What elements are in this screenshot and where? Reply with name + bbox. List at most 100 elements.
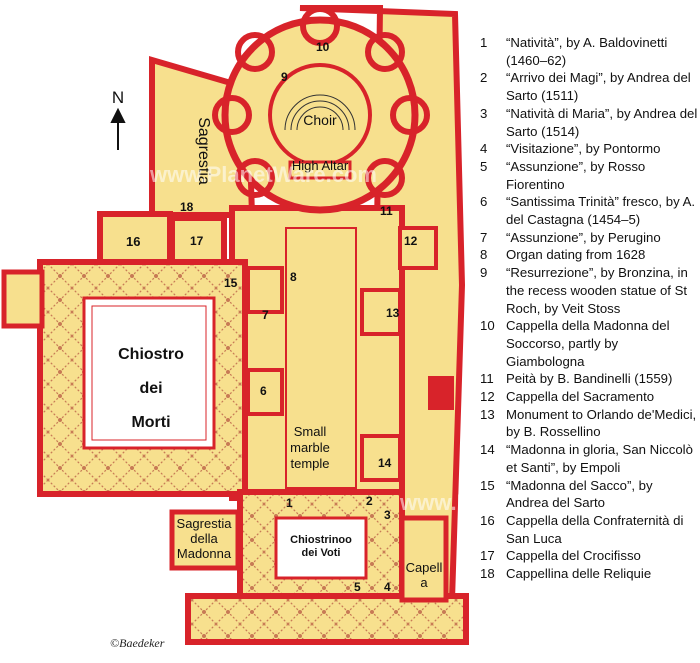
room-sagrestia: Sagrestia bbox=[195, 117, 212, 185]
chapel-16 bbox=[97, 211, 173, 267]
cappella-line1: Capell bbox=[405, 560, 443, 575]
legend-item: 12 Cappella del Sacramento bbox=[476, 388, 698, 406]
small-temple-line3: temple bbox=[290, 456, 330, 471]
plan-number-8: 8 bbox=[290, 270, 297, 284]
legend-num: 12 bbox=[480, 389, 495, 405]
legend-num: 6 bbox=[480, 194, 488, 210]
legend-num: 11 bbox=[480, 371, 494, 387]
copyright: ©Baedeker bbox=[110, 636, 165, 650]
room-chiostrino: Chiostrinoo dei Voti bbox=[280, 534, 362, 560]
plan-number-17: 17 bbox=[190, 234, 204, 248]
legend-num: 5 bbox=[480, 158, 488, 174]
legend-num: 18 bbox=[480, 566, 495, 582]
legend-num: 15 bbox=[480, 477, 495, 493]
legend-text: “Visitazione”, by Pontormo bbox=[506, 141, 661, 157]
choir-stalls bbox=[284, 94, 356, 131]
cloister-morti-extension bbox=[1, 269, 45, 329]
legend-text: “Resurrezione”, by Bronzina, in the rece… bbox=[506, 265, 688, 316]
room-chiostro-morti: Chiostro dei Morti bbox=[96, 338, 206, 440]
legend-text: “Natività”, by A. Baldovinetti (1460–62) bbox=[506, 35, 668, 68]
legend-text: Cappella del Sacramento bbox=[506, 389, 655, 405]
plan-number-9: 9 bbox=[281, 70, 288, 84]
legend-item: 5 “Assunzione”, by Rosso Fiorentino bbox=[476, 158, 698, 193]
chiostrino-line2: dei Voti bbox=[301, 547, 341, 559]
sagrestia-madonna-room bbox=[169, 509, 241, 571]
legend-text: Cappellina delle Reliquie bbox=[506, 566, 652, 582]
legend: 1 “Natività”, by A. Baldovinetti (1460–62… bbox=[476, 34, 698, 583]
room-high-altar: High Altar bbox=[291, 158, 349, 173]
chiostro-morti-line1: Chiostro bbox=[118, 346, 184, 363]
legend-text: “Madonna del Sacco”, by Andrea del Sarto bbox=[506, 477, 653, 511]
legend-text: Monument to Orlando de'Medici, by B. Ros… bbox=[506, 406, 697, 440]
sagrestia-madonna-line2: della bbox=[190, 531, 218, 546]
plan-number-7: 7 bbox=[262, 308, 269, 322]
cappella-room bbox=[399, 515, 449, 603]
small-temple-line1: Small bbox=[293, 424, 327, 439]
plan-number-5: 5 bbox=[354, 580, 361, 594]
sagrestia-madonna-line1: Sagrestia bbox=[176, 516, 232, 531]
legend-text: Cappella della Madonna del Soccorso, par… bbox=[506, 318, 670, 369]
legend-text: Organ dating from 1628 bbox=[506, 247, 646, 263]
legend-item: 14“Madonna in gloria, San Niccolò et San… bbox=[476, 441, 698, 476]
legend-text: Cappella della Confraternità di San Luca bbox=[506, 512, 684, 546]
portico bbox=[185, 593, 469, 645]
legend-text: Peità by B. Bandinelli (1559) bbox=[506, 371, 673, 387]
plan-number-18: 18 bbox=[180, 200, 194, 214]
north-label: N bbox=[111, 88, 125, 107]
cloister-morti-court-inner bbox=[91, 305, 207, 441]
plan-number-16: 16 bbox=[126, 234, 141, 249]
small-temple-line2: marble bbox=[290, 440, 330, 455]
legend-num: 3 bbox=[480, 105, 488, 121]
legend-item: 8 Organ dating from 1628 bbox=[476, 246, 698, 264]
legend-item: 9 “Resurrezione”, by Bronzina, in the rec… bbox=[476, 264, 698, 317]
legend-num: 1 bbox=[480, 35, 488, 50]
legend-item: 2 “Arrivo dei Magi”, by Andrea del Sarto … bbox=[476, 69, 698, 104]
chiostrino-line1: Chiostrinoo bbox=[290, 534, 352, 546]
plan-number-12: 12 bbox=[404, 234, 418, 248]
legend-num: 17 bbox=[480, 548, 495, 564]
plan-number-13: 13 bbox=[386, 306, 400, 320]
plan-number-10: 10 bbox=[316, 40, 330, 54]
room-choir: Choir bbox=[303, 112, 337, 128]
legend-item: 13 Monument to Orlando de'Medici, by B. R… bbox=[476, 406, 698, 441]
plan-number-1: 1 bbox=[286, 496, 293, 510]
legend-num: 9 bbox=[480, 265, 488, 281]
legend-num: 13 bbox=[480, 406, 495, 422]
legend-item: 3 “Natività di Maria”, by Andrea del Sart… bbox=[476, 105, 698, 140]
legend-item: 10 Cappella della Madonna del Soccorso, p… bbox=[476, 317, 698, 370]
legend-item: 1 “Natività”, by A. Baldovinetti (1460–62… bbox=[476, 34, 698, 69]
high-altar bbox=[288, 160, 352, 180]
central-nave bbox=[285, 227, 357, 489]
cloister-morti-court bbox=[82, 296, 216, 450]
legend-item: 17 Cappella del Crocifisso bbox=[476, 547, 698, 565]
legend-num: 7 bbox=[480, 229, 488, 245]
plan-number-11: 11 bbox=[380, 204, 393, 218]
plan-number-2: 2 bbox=[366, 494, 373, 508]
legend-item: 16 Cappella della Confraternità di San Lu… bbox=[476, 512, 698, 547]
legend-item: 7“Assunzione”, by Perugino bbox=[476, 229, 698, 247]
legend-item: 11 Peità by B. Bandinelli (1559) bbox=[476, 370, 698, 388]
north-arrow bbox=[110, 107, 126, 150]
legend-text: “Assunzione”, by Rosso Fiorentino bbox=[506, 158, 646, 192]
plan-number-15: 15 bbox=[224, 276, 238, 290]
chapel-17 bbox=[169, 215, 227, 267]
legend-text: “Santissima Trinità” fresco, by A. del C… bbox=[506, 194, 696, 228]
legend-item: 15 “Madonna del Sacco”, by Andrea del Sar… bbox=[476, 477, 698, 512]
plan-number-3: 3 bbox=[384, 508, 391, 522]
radiating-chapels bbox=[212, 6, 430, 198]
legend-num: 10 bbox=[480, 318, 495, 334]
legend-num: 2 bbox=[480, 70, 488, 86]
cloister-voti-court bbox=[274, 516, 368, 580]
legend-num: 8 bbox=[480, 247, 488, 263]
plan-number-14: 14 bbox=[378, 456, 392, 470]
legend-text: “Natività di Maria”, by Andrea del Sarto… bbox=[506, 105, 698, 139]
plan-number-6: 6 bbox=[260, 384, 267, 398]
legend-num: 16 bbox=[480, 512, 495, 528]
cappella-line2: a bbox=[420, 575, 428, 590]
legend-text: Cappella del Crocifisso bbox=[506, 548, 641, 564]
legend-item: 4“Visitazione”, by Pontormo bbox=[476, 140, 698, 158]
plan-number-4: 4 bbox=[384, 580, 391, 594]
legend-item: 18 Cappellina delle Reliquie bbox=[476, 565, 698, 583]
legend-text: “Arrivo dei Magi”, by Andrea del Sarto (… bbox=[506, 70, 691, 104]
